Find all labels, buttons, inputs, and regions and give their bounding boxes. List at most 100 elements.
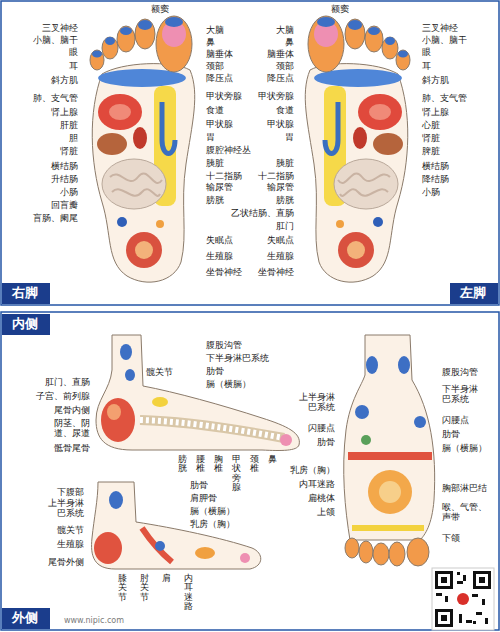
- part-label: 乙状结肠、直肠: [231, 208, 294, 218]
- view-banner: 外侧: [2, 608, 50, 629]
- lateral-foot: [109, 491, 123, 509]
- medial-foot: [280, 434, 292, 446]
- part-label: 内耳迷路: [299, 479, 335, 489]
- part-label: 乳房（胸）: [290, 465, 335, 475]
- part-label: 生殖腺: [267, 251, 294, 261]
- part-label: 甲状旁腺: [258, 91, 294, 101]
- part-label: 耳: [69, 61, 78, 71]
- part-label: 胰脏: [206, 158, 224, 168]
- part-label: 十二指肠: [206, 171, 242, 181]
- dorsal-foot: [344, 335, 435, 566]
- part-label: 下颌: [442, 533, 460, 543]
- part-label: 甲状腺: [267, 119, 294, 129]
- qr-code: [473, 571, 491, 589]
- banner-text: 内侧: [12, 316, 40, 332]
- part-label: 扁桃体: [308, 493, 335, 503]
- part-label: 胆: [69, 133, 78, 143]
- dorsal-foot: [366, 356, 378, 374]
- part-label: 眼: [69, 47, 78, 57]
- dorsal-foot: [379, 481, 401, 503]
- part-label: 膈（横膈）: [190, 506, 235, 516]
- view-banner: 右脚: [2, 283, 50, 304]
- medial-foot: [120, 344, 132, 360]
- part-label: 大脑: [206, 25, 224, 35]
- part-label: 生殖腺: [206, 251, 233, 261]
- part-label: 失眠点: [267, 235, 294, 245]
- part-label: 甲状旁腺: [206, 91, 242, 101]
- qr-code: [435, 571, 453, 589]
- section-frame: [1, 312, 499, 630]
- part-label: 胸部淋巴结: [442, 483, 487, 493]
- view-banner: 左脚: [450, 283, 498, 304]
- part-label: 膈（横膈）: [442, 443, 487, 453]
- part-label: 肾上腺: [422, 107, 449, 117]
- qr-code: [463, 575, 466, 581]
- qr-code: [435, 609, 453, 627]
- qr-code: [482, 599, 485, 605]
- lateral-foot: [155, 541, 165, 551]
- dorsal-foot: [398, 356, 410, 374]
- part-label: 腹腔神经丛: [206, 145, 251, 155]
- part-label: 盲肠、阑尾: [33, 213, 78, 223]
- part-label: 输尿管: [267, 182, 294, 192]
- qr-code: [436, 593, 442, 596]
- part-label: 子宫、前列腺: [36, 391, 90, 401]
- medial-foot: [152, 397, 168, 407]
- part-label: 肾脏: [60, 146, 78, 156]
- medial-foot: [96, 335, 299, 450]
- part-label: 生殖腺: [57, 539, 84, 549]
- dorsal-foot: [345, 538, 359, 558]
- dorsal-foot: [414, 416, 426, 428]
- part-label: 横结肠: [51, 161, 78, 171]
- part-label: 颈椎: [250, 455, 259, 474]
- part-label: 脾脏: [422, 146, 440, 156]
- part-label: 耳: [422, 61, 431, 71]
- dorsal-foot: [344, 335, 435, 540]
- part-label: 小肠: [422, 187, 440, 197]
- part-label: 肾上腺: [51, 107, 78, 117]
- part-label: 鼻: [206, 37, 215, 47]
- qr-code: [432, 568, 494, 630]
- medial-foot: [96, 335, 299, 450]
- qr-code: [441, 577, 447, 583]
- part-label: 尾骨外侧: [48, 557, 84, 567]
- part-label: 尾骨内侧: [54, 405, 90, 415]
- part-label: 眼: [422, 47, 431, 57]
- dorsal-foot: [361, 435, 371, 445]
- part-label: 脑垂体: [267, 49, 294, 59]
- view-banner: 内侧: [2, 314, 50, 335]
- qr-code: [485, 618, 488, 624]
- qr-code: [457, 572, 460, 575]
- part-label: 肛门、直肠: [45, 377, 90, 387]
- qr-code: [479, 577, 485, 583]
- part-label: 肝脏: [60, 120, 78, 130]
- part-label: 骶骨尾骨: [54, 443, 90, 453]
- part-label: 三叉神经: [42, 23, 78, 33]
- part-label: 肩: [162, 574, 171, 583]
- qr-code: [476, 574, 488, 586]
- part-label: 坐骨神经: [258, 267, 294, 277]
- part-label: 十二指肠: [258, 171, 294, 181]
- part-label: 降结肠: [422, 174, 449, 184]
- part-label: 脑垂体: [206, 49, 233, 59]
- part-label: 肩胛骨: [190, 493, 217, 503]
- part-label: 腹股沟管: [442, 367, 478, 377]
- part-label: 髋关节: [57, 525, 84, 535]
- dorsal-foot: [373, 543, 389, 565]
- part-label: 失眠点: [206, 235, 233, 245]
- part-label: 膝关节: [118, 574, 127, 602]
- part-label: 三叉神经: [422, 23, 458, 33]
- part-label: 斜方肌: [422, 75, 449, 85]
- medial-foot: [140, 420, 284, 438]
- qr-code: [432, 568, 494, 630]
- part-label: 肺、支气管: [422, 93, 467, 103]
- left-sole: [305, 16, 410, 282]
- part-label: 胰脏: [276, 158, 294, 168]
- part-label: 上颌: [317, 507, 335, 517]
- medial-foot: [140, 420, 284, 438]
- qr-code: [457, 581, 463, 584]
- part-label: 升结肠: [51, 174, 78, 184]
- qr-code: [457, 593, 469, 605]
- medial-foot: [125, 369, 135, 381]
